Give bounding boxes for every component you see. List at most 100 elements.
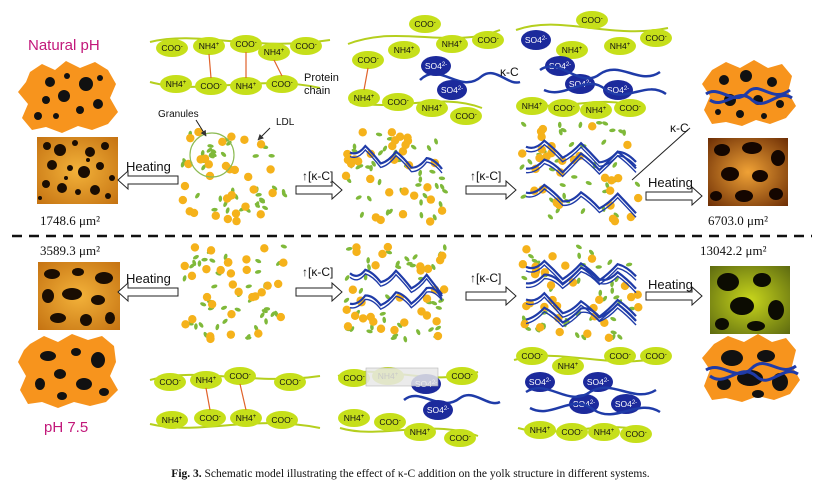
granule (581, 334, 587, 341)
carboxylate-ion-label: COO- (451, 371, 472, 381)
ldl-particle (366, 174, 375, 184)
yolk-structure-ph-7-5-kc (702, 334, 800, 402)
ldl-label: LDL (276, 117, 295, 128)
ammonium-ion-label: NH4+ (264, 47, 285, 57)
ldl-particle (520, 319, 529, 329)
carboxylate-ion-label: COO- (414, 19, 435, 29)
ldl-particle (187, 271, 197, 281)
ldl-particle (387, 128, 397, 137)
kappa-carrageenan-strand (539, 65, 661, 80)
carboxylate-ion-label: COO- (449, 433, 470, 443)
kappa-carrageenan-strand (525, 183, 637, 215)
granule (344, 275, 350, 281)
ldl-particle (218, 137, 227, 147)
ldl-particle (400, 318, 409, 327)
granule (355, 195, 362, 200)
ldl-particle (518, 260, 528, 269)
ldl-particle (555, 327, 564, 337)
granule (379, 311, 386, 316)
carboxylate-ion (516, 347, 548, 365)
granule (588, 249, 594, 256)
sulfate-ion-label: SO42- (529, 377, 551, 387)
ammonium-ion-label: NH4+ (344, 413, 365, 423)
ammonium-ion-label: NH4+ (354, 93, 375, 103)
protein-chain-panels: COO-NH4+COO-NH4+COO-NH4+COO-NH4+COO-COO-… (149, 11, 672, 447)
ammonium-ion-label: NH4+ (522, 101, 543, 111)
granule (254, 202, 261, 208)
granule (377, 150, 384, 156)
ammonium-ion (190, 371, 222, 389)
ldl-particle (181, 320, 190, 329)
ldl-particle (180, 261, 189, 271)
ldl-particle (588, 122, 597, 131)
granules-pointer (195, 119, 207, 137)
ldl-particle (276, 312, 286, 322)
granule (528, 253, 534, 259)
carboxylate-ion (156, 39, 188, 57)
granule (521, 275, 528, 281)
ldl-particle (207, 300, 217, 309)
ammonium-ion (230, 77, 262, 95)
natural-ph-label: Natural pH (28, 37, 100, 54)
ldl-particle (390, 325, 399, 335)
granule (559, 183, 566, 187)
granule (345, 246, 353, 251)
granule (432, 214, 437, 221)
granule (585, 181, 592, 186)
granule (352, 143, 357, 150)
ldl-particle (260, 244, 269, 253)
sulfate-ion-label: SO42- (607, 85, 629, 95)
ammonium-ion (524, 421, 556, 439)
ldl-particle (390, 136, 400, 145)
granule (519, 164, 525, 170)
ldl-particle (194, 127, 203, 137)
granule (435, 325, 441, 331)
ldl-particle (378, 249, 387, 259)
caption-text: Schematic model illustrating the effect … (204, 468, 650, 480)
ldl-particle (266, 165, 275, 174)
granule (255, 258, 262, 264)
kappa-carrageenan-strand (525, 298, 637, 324)
carboxylate-ion (352, 51, 384, 69)
ammonium-ion-label: NH4+ (162, 415, 183, 425)
ldl-particle (241, 202, 250, 211)
ldl-particle (522, 245, 531, 254)
granule (211, 284, 218, 289)
ammonium-ion (588, 423, 620, 441)
granule (612, 162, 618, 168)
sulfate-ion (525, 372, 555, 392)
kappa-carrageenan-strand (349, 144, 443, 170)
granule (366, 257, 370, 264)
carboxylate-ion-label: COO- (645, 351, 666, 361)
kc-arrow-bottom-1 (295, 281, 343, 303)
area-top-left: 1748.6 μm² (40, 213, 100, 228)
carboxylate-ion (194, 409, 226, 427)
watermark-box (365, 367, 439, 387)
granule (431, 264, 436, 270)
granule (422, 192, 428, 199)
granule (193, 255, 199, 260)
kc-label-top-panel: κ-C (500, 65, 519, 79)
chain-panel-bottom-3: COO-NH4+COO-COO-SO42-SO42-SO42-SO42-NH4+… (513, 347, 672, 443)
ldl-pointer (257, 127, 271, 141)
ammonium-ion-label: NH4+ (586, 105, 607, 115)
kappa-carrageenan-strand (525, 262, 637, 286)
granule (254, 270, 262, 274)
ammonium-ion-label: NH4+ (394, 45, 415, 55)
granules-label: Granules (158, 109, 199, 120)
ldl-particle (186, 133, 195, 143)
sulfate-ion-label: SO42- (427, 405, 449, 415)
ionic-bond (273, 59, 283, 77)
ammonium-ion-label: NH4+ (558, 361, 579, 371)
sulfate-ion-label: SO42- (615, 399, 637, 409)
granule (382, 316, 387, 324)
increase-kc-label-4: ↑[κ-C] (470, 271, 502, 285)
granule (268, 153, 275, 158)
granule (201, 164, 206, 171)
carboxylate-ion-label: COO- (619, 103, 640, 113)
granule (182, 275, 187, 282)
granule (198, 322, 204, 328)
carboxylate-ion (620, 425, 652, 443)
ldl-particle (600, 173, 610, 183)
granule (605, 182, 610, 189)
